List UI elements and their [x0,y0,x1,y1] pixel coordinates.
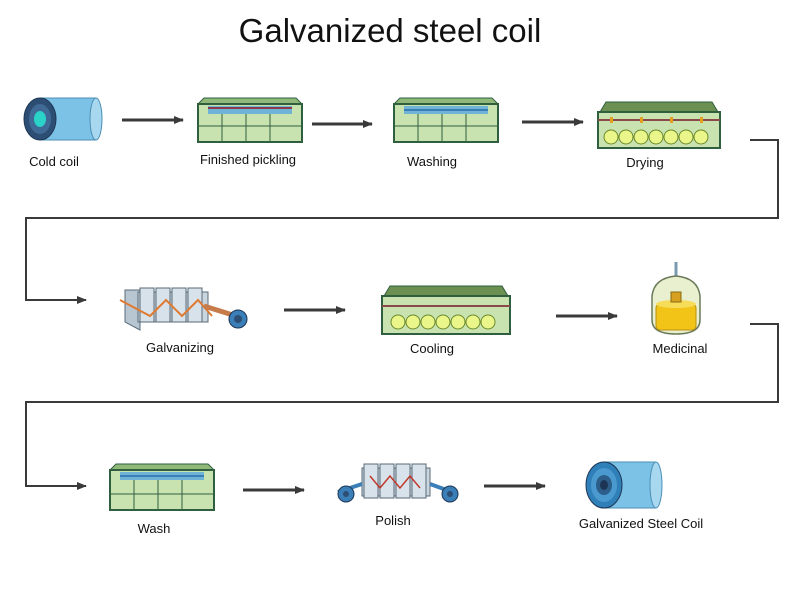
step-label-galvanizing: Galvanizing [146,340,214,355]
step-label-drying: Drying [626,155,664,170]
wash-tank-icon [108,463,216,511]
drying-oven-icon [597,101,721,149]
step-label-washing: Washing [407,154,457,169]
polishing-line-icon [337,463,459,503]
row-connector-arrow [25,139,779,304]
row-connector-arrow [25,323,779,490]
step-label-wash: Wash [138,521,171,536]
pickling-tank-icon [196,97,304,143]
diagram-title: Galvanized steel coil [239,12,542,49]
cooling-chamber-icon [381,285,511,335]
step-label-medicinal: Medicinal [653,341,708,356]
step-label-finished-pickling: Finished pickling [200,152,296,167]
steel-coil-icon [23,97,103,141]
step-label-polish: Polish [375,513,410,528]
washing-tank-icon [392,97,500,143]
chemical-vessel-icon [651,262,701,335]
step-label-galvanized-steel-coil: Galvanized Steel Coil [579,516,703,531]
galvanized-coil-icon [585,461,663,509]
galvanizing-line-icon [119,287,248,331]
step-label-cooling: Cooling [410,341,454,356]
step-label-cold-coil: Cold coil [29,154,79,169]
